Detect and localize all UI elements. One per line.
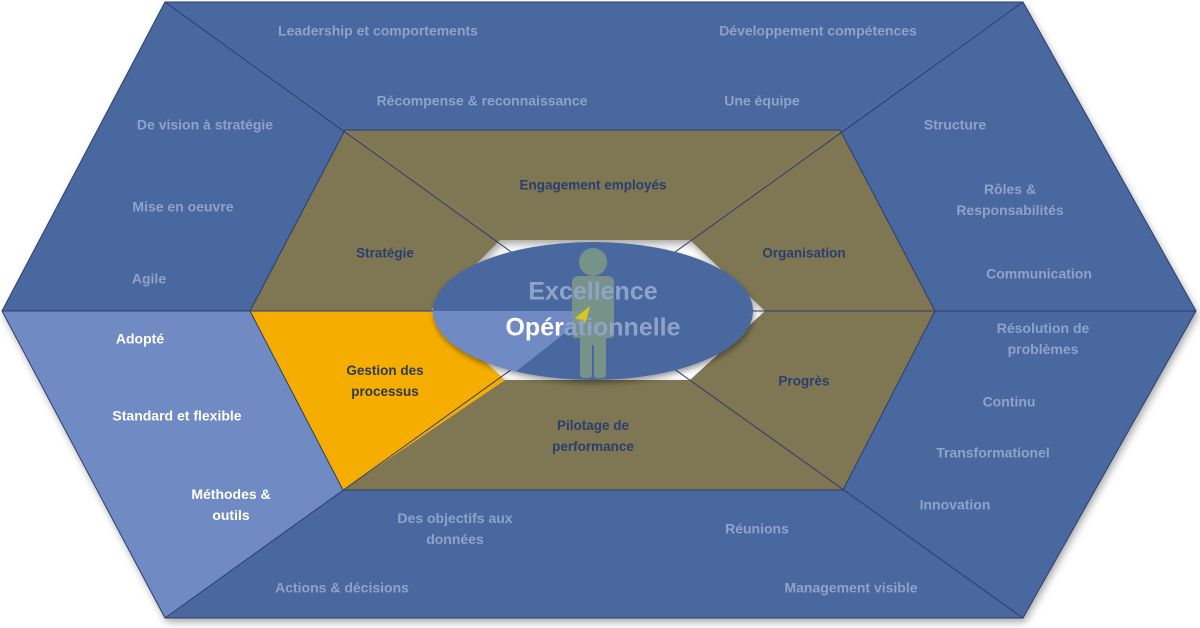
inner-segment-processus[interactable] [250,311,505,490]
outer-segment-lower-right[interactable] [843,311,1196,618]
inner-label-processus: Gestion des processus [346,363,424,399]
outer-label-equipe: Une équipe [724,92,800,109]
outer-label-innovation: Innovation [919,496,991,513]
outer-segment-bottom[interactable] [165,490,1023,618]
outer-label-vision: De vision à stratégie [136,116,274,133]
center-title-line2: Opérationnelle [505,313,681,342]
outer-segment-top[interactable] [165,2,1023,130]
outer-label-continu: Continu [982,393,1036,410]
outer-label-recompense: Récompense & reconnaissance [376,92,588,109]
inner-label-organisation: Organisation [762,245,846,261]
outer-label-management: Management visible [784,579,918,596]
inner-segment-organisation[interactable] [690,130,935,311]
outer-segment-upper-right[interactable] [840,2,1196,311]
outer-label-objectifs: Des objectifs aux données [397,510,513,547]
outer-label-structure: Structure [923,116,987,133]
inner-segment-pilotage[interactable] [343,380,843,490]
inner-segment-progres[interactable] [690,311,935,490]
outer-label-developpement: Développement compétences [719,22,917,39]
outer-label-transformationel: Transformationel [936,444,1050,461]
person-icon [572,248,614,378]
outer-label-agile: Agile [131,270,167,287]
outer-label-methodes: Méthodes & outils [191,486,271,523]
outer-label-mise-en-oeuvre: Mise en oeuvre [132,198,234,215]
outer-label-leadership: Leadership et comportements [278,22,478,39]
outer-segment-lower-left[interactable] [2,311,343,618]
outer-label-adopte: Adopté [115,330,165,347]
outer-label-actions: Actions & décisions [275,579,409,596]
outer-label-standard: Standard et flexible [112,407,242,424]
outer-label-resolution: Résolution de problèmes [996,320,1090,357]
inner-label-strategie: Stratégie [356,245,414,261]
inner-label-progres: Progrès [778,373,830,389]
inner-segment-strategie[interactable] [250,130,500,311]
outer-label-roles: Rôles & Responsabilités [956,181,1064,218]
outer-label-communication: Communication [986,265,1092,282]
outer-label-reunions: Réunions [725,520,789,537]
center-ellipse-active-wedge [433,311,593,372]
yellow-pointer-icon [575,306,590,322]
outer-segment-upper-left[interactable] [2,2,345,311]
inner-label-pilotage: Pilotage de performance [552,418,634,454]
inner-label-engagement: Engagement employés [519,177,667,193]
inner-segment-engagement[interactable] [345,130,840,240]
center-title-line1: Excellence [528,277,658,306]
